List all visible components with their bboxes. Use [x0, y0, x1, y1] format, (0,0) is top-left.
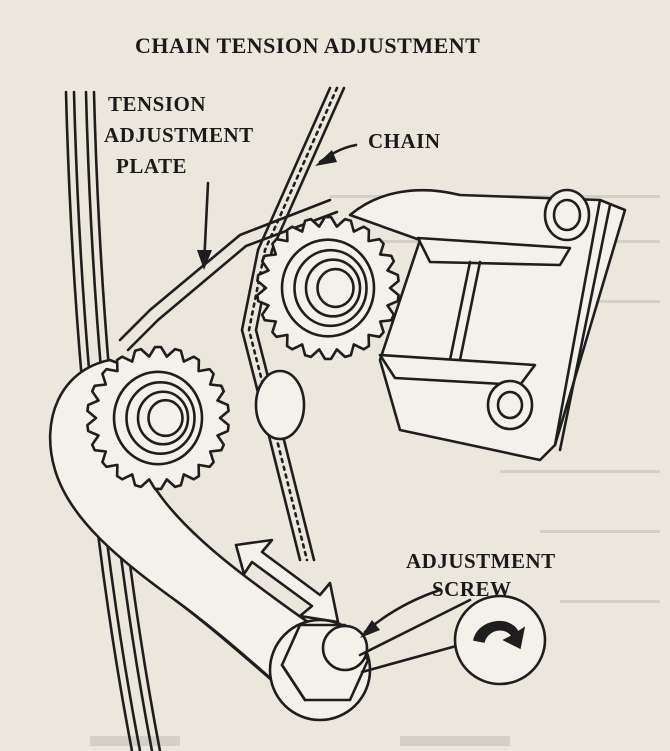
tension-plate-label-2: ADJUSTMENT: [104, 123, 254, 147]
rotation-inset-circle: [453, 594, 547, 686]
label-leaders: [197, 143, 442, 638]
upper-sprocket: [256, 215, 400, 361]
lower-sprocket: [86, 345, 230, 491]
diagram-title: CHAIN TENSION ADJUSTMENT: [135, 33, 480, 58]
sprocket-hub-ring: [280, 238, 376, 338]
sprocket-hub-ring: [147, 398, 184, 438]
sprocket-hub-ring: [112, 370, 204, 466]
rotate-arrow-icon: [473, 621, 526, 650]
sprocket-hub-ring: [125, 380, 196, 455]
tension-plate-label-1: TENSION: [108, 92, 206, 116]
adjustment-direction-arrow: [234, 538, 340, 624]
sprocket-hub-ring: [316, 267, 355, 309]
page-edge-text-fragment: [90, 736, 510, 746]
mounting-bracket: [348, 188, 627, 462]
adjustment-screw-label-2: SCREW: [432, 577, 512, 601]
tension-plate-label-3: PLATE: [116, 154, 187, 178]
sprocket-hub-ring: [136, 390, 190, 446]
chain-label: CHAIN: [368, 129, 441, 153]
sprocket-hub-ring: [304, 258, 362, 318]
adjustment-screw-label-1: ADJUSTMENT: [406, 549, 556, 573]
idler-roller: [254, 369, 306, 441]
sprocket-hub-ring: [293, 248, 368, 328]
